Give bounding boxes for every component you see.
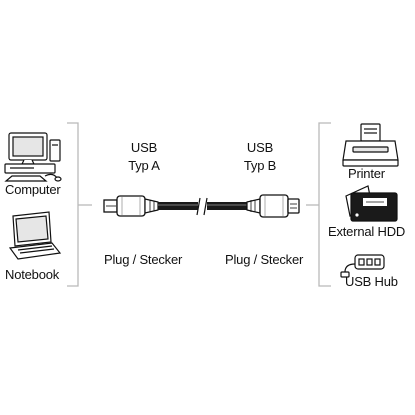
type-a-line1: USB — [130, 140, 158, 155]
printer-icon — [342, 123, 399, 167]
usb-hub-label: USB Hub — [345, 274, 398, 289]
usb-cable — [158, 197, 247, 216]
computer-label: Computer — [5, 182, 61, 197]
external-hdd-label: External HDD — [328, 224, 406, 239]
type-a-plug-label: Plug / Stecker — [104, 252, 183, 267]
usb-type-a-plug-icon — [103, 195, 159, 217]
left-bracket — [67, 122, 92, 287]
usb-hub-icon — [340, 254, 385, 278]
type-a-line2: Typ A — [128, 158, 160, 173]
notebook-laptop-icon — [8, 211, 62, 260]
external-hdd-icon — [345, 185, 398, 222]
printer-label: Printer — [348, 166, 385, 181]
notebook-label: Notebook — [5, 267, 60, 282]
type-b-line1: USB — [246, 140, 274, 155]
usb-type-b-plug-icon — [246, 194, 300, 218]
right-bracket — [306, 122, 331, 287]
desktop-computer-icon — [4, 132, 62, 182]
type-b-line2: Typ B — [243, 158, 277, 173]
type-b-plug-label: Plug / Stecker — [225, 252, 304, 267]
